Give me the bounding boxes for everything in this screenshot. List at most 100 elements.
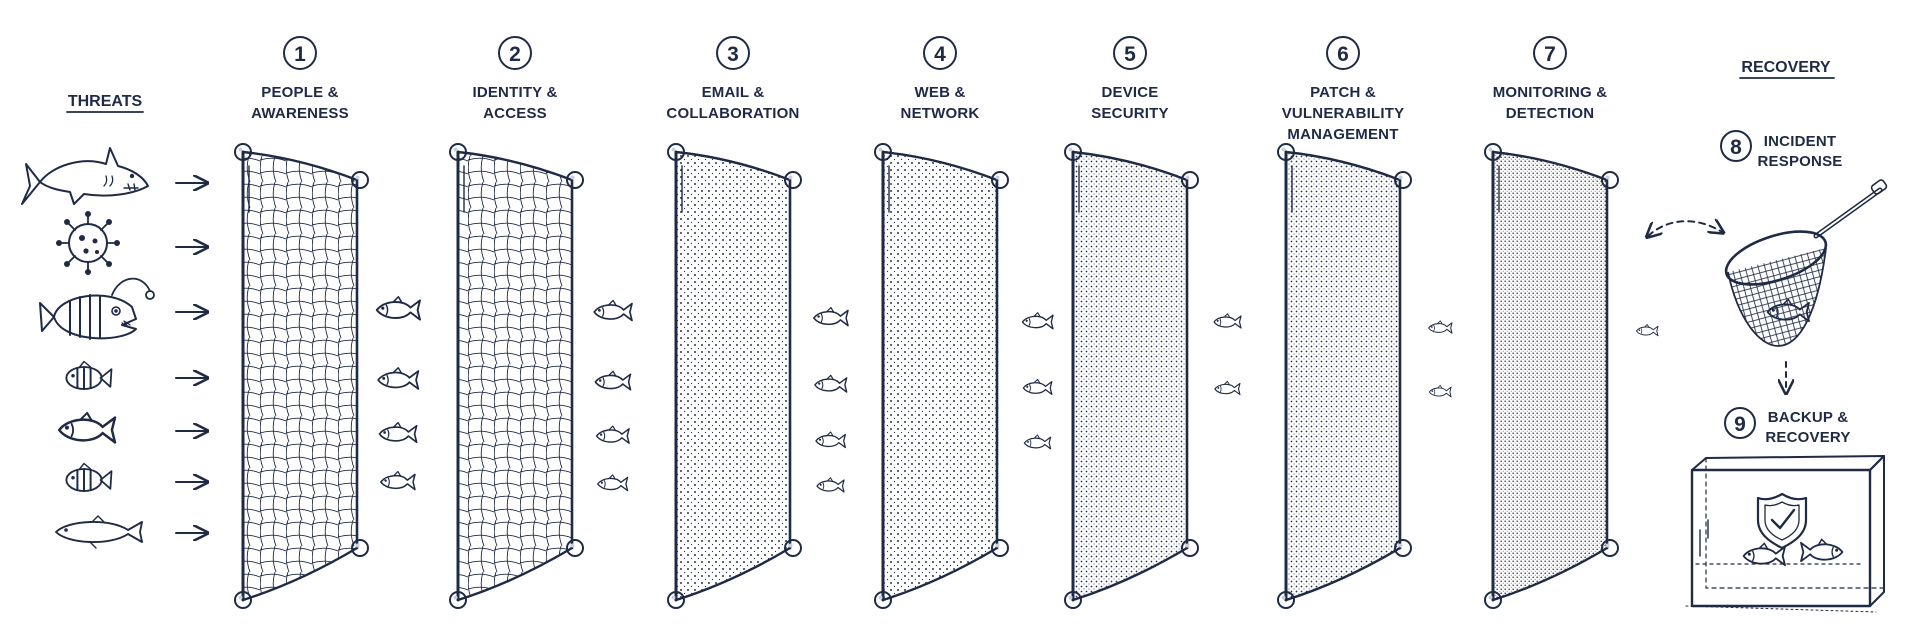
net-float-highlight [453,595,458,600]
net-mesh [1286,152,1400,600]
incident-response-label-line1: INCIDENT [1764,133,1836,150]
net-float-highlight [1488,595,1493,600]
net-float-highlight [995,175,1000,180]
net-float-highlight [878,147,883,152]
net-float-highlight [355,543,360,548]
layer-3-badge: 3 [716,36,750,70]
step-number: 6 [1337,43,1349,66]
layer-label-line: NETWORK [901,105,980,122]
net-top-rope [1491,150,1609,182]
backup-recovery-label-line1: BACKUP & [1768,409,1849,426]
step-9-number: 9 [1734,413,1746,436]
net-float-highlight [1068,595,1073,600]
step-number: 7 [1544,43,1556,66]
net-float [874,591,892,609]
striped-fish-icon-2 [65,462,113,492]
net-float [667,143,685,161]
layer-6-badge: 6 [1326,36,1360,70]
net-float-highlight [995,543,1000,548]
net-float [784,539,802,557]
passing-fish-icon [1023,434,1052,450]
step-number: 1 [294,43,306,66]
net-bottom-rope [241,546,359,602]
step-badge-circle [283,36,317,70]
net-float [1601,539,1619,557]
layer-label-line: SECURITY [1091,105,1168,122]
passing-fish-icon [816,477,845,493]
layer-7-badge: 7 [1533,36,1567,70]
step-number: 4 [934,43,946,66]
net-float [1277,591,1295,609]
net-float-highlight [1605,543,1610,548]
net-float-highlight [355,175,360,180]
net-float [1601,171,1619,189]
passing-fish-icon [1213,313,1242,329]
passing-fish-icon [1428,320,1453,334]
threats-title: THREATS [68,93,143,110]
layer-4-badge: 4 [923,36,957,70]
passing-fish-icon [380,470,416,491]
net-float-highlight [788,175,793,180]
net-mesh [883,152,997,600]
passing-fish-icon [1022,378,1053,395]
step-badge-circle [498,36,532,70]
layer-1-badge: 1 [283,36,317,70]
net-bottom-rope [1491,546,1609,602]
net-float-highlight [1398,175,1403,180]
passing-fish-icon [594,370,632,391]
passing-fish-icon [813,306,849,327]
threat-arrows [175,183,206,533]
recovery-title: RECOVERY [1741,59,1831,76]
landing-net-icon [1724,179,1888,347]
passing-fish-icon [1635,323,1659,337]
net-float-highlight [1068,147,1073,152]
net-float-highlight [570,543,575,548]
net-float-highlight [1281,147,1286,152]
step-8-number: 8 [1730,136,1742,159]
net-float [784,171,802,189]
step-number: 2 [509,43,521,66]
net-float [991,539,1009,557]
net-float [566,171,584,189]
passing-fish-icon [593,299,633,322]
net-mesh [243,152,357,600]
anglerfish-icon [39,277,155,340]
layer-label-line: DETECTION [1506,105,1594,122]
net-mesh [676,152,790,600]
net-float [991,171,1009,189]
passing-fish-icon [1021,311,1054,330]
net-top-rope [881,150,999,182]
step-badge-circle [1113,36,1147,70]
net-float-highlight [1185,175,1190,180]
net-float [449,143,467,161]
layer-label-line: IDENTITY & [472,84,557,101]
passing-fish-icon [1214,380,1241,396]
net-float-highlight [671,147,676,152]
net-float-highlight [1488,147,1493,152]
net-float-highlight [671,595,676,600]
net-top-rope [1284,150,1402,182]
net-float-highlight [570,175,575,180]
fish-icon [57,411,117,444]
long-fish-icon [55,515,143,549]
net-float [566,539,584,557]
step-badge-circle [1533,36,1567,70]
net-float [351,171,369,189]
layer-label-line: PATCH & [1310,84,1376,101]
incident-response-step: 8 INCIDENT RESPONSE [1720,130,1842,170]
net-float [1064,143,1082,161]
passing-fish-icon [377,366,420,390]
net-top-rope [456,150,574,182]
net-float-highlight [238,147,243,152]
passing-fish-icon [595,425,630,444]
layer-label-line: EMAIL & [702,84,765,101]
net-float [234,143,252,161]
step-number: 5 [1124,43,1136,66]
passing-fish-icon [1428,384,1452,398]
